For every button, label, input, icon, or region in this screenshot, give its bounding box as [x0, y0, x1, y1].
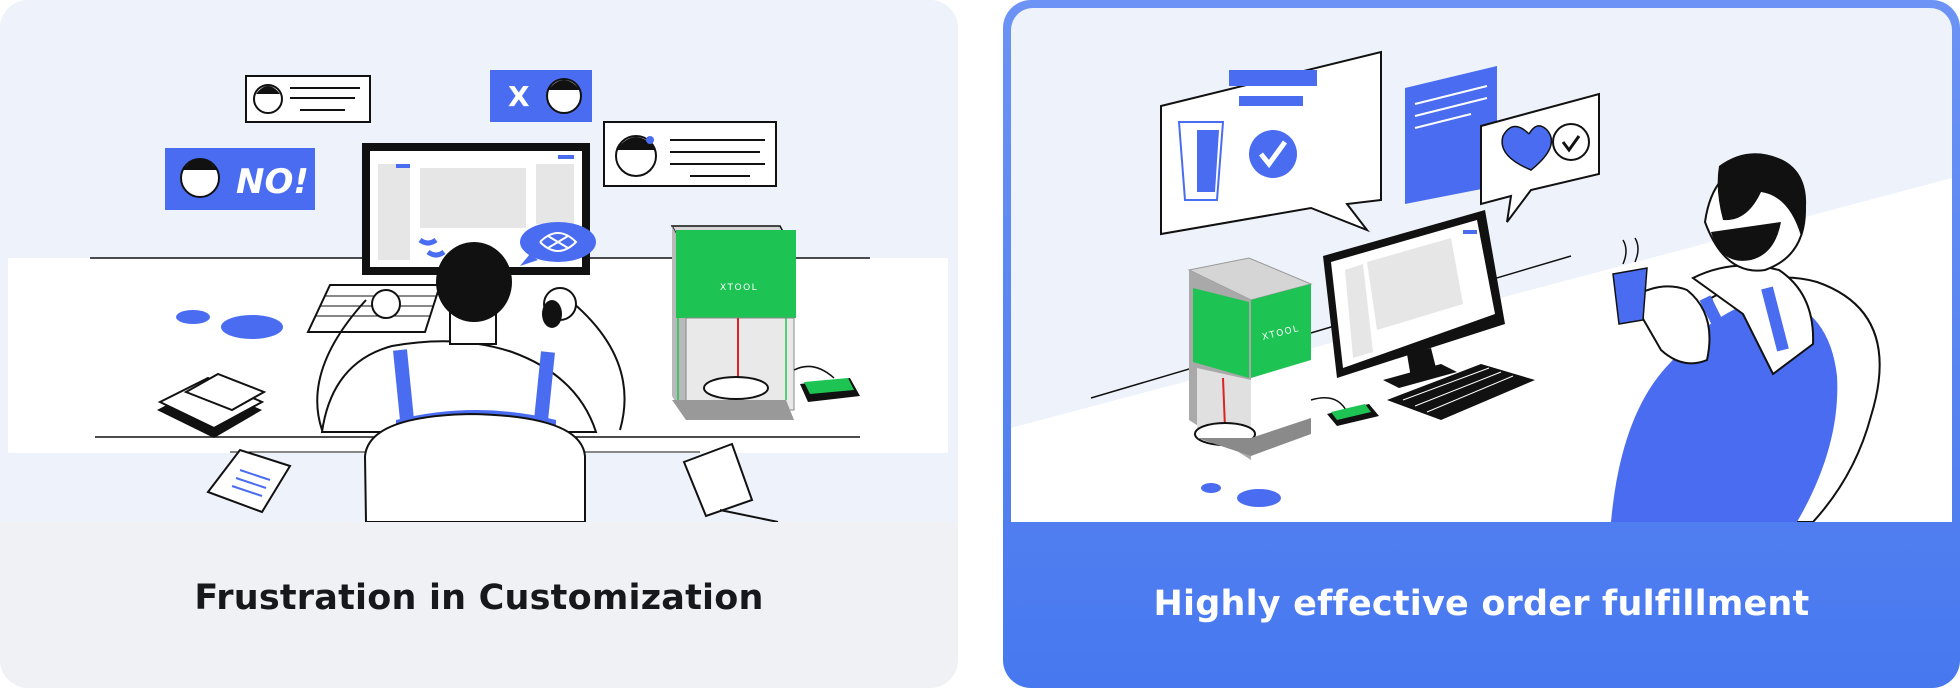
coaster-small [1201, 483, 1221, 493]
coaster-large [221, 315, 283, 339]
fulfillment-illustration: XTOOL [1011, 8, 1952, 522]
fulfillment-card: XTOOL [1003, 0, 1960, 688]
card-caption-right: Highly effective order fulfillment [1153, 584, 1810, 624]
dropped-paper [682, 442, 754, 518]
heart-bubble [1480, 92, 1600, 223]
coaster-large [1237, 489, 1281, 507]
board-stack [157, 372, 267, 438]
frustration-illustration: NO! X [0, 0, 958, 522]
happy-person [1611, 153, 1838, 522]
keyboard [1387, 364, 1535, 420]
order-bubble [1160, 50, 1382, 236]
card-caption-left: Frustration in Customization [194, 578, 764, 618]
device-brand-left: XTOOL [720, 283, 758, 293]
laser-engraver: XTOOL [670, 225, 860, 420]
chat-card-1 [245, 75, 371, 123]
monitor [1323, 210, 1505, 388]
no-text: NO! [236, 162, 309, 202]
chair [363, 412, 586, 522]
laser-engraver: XTOOL [1187, 257, 1379, 460]
paper-sheet [206, 448, 292, 514]
frustration-card: NO! X [0, 0, 958, 688]
frustration-bubble [418, 222, 596, 266]
reject-mark: X [508, 80, 530, 113]
no-speech-box: NO! [165, 148, 315, 210]
frustrated-person [316, 242, 626, 433]
reject-box: X [490, 70, 592, 122]
coaster-small [176, 310, 210, 324]
chat-card-2 [603, 121, 777, 187]
blue-document [1405, 66, 1497, 204]
